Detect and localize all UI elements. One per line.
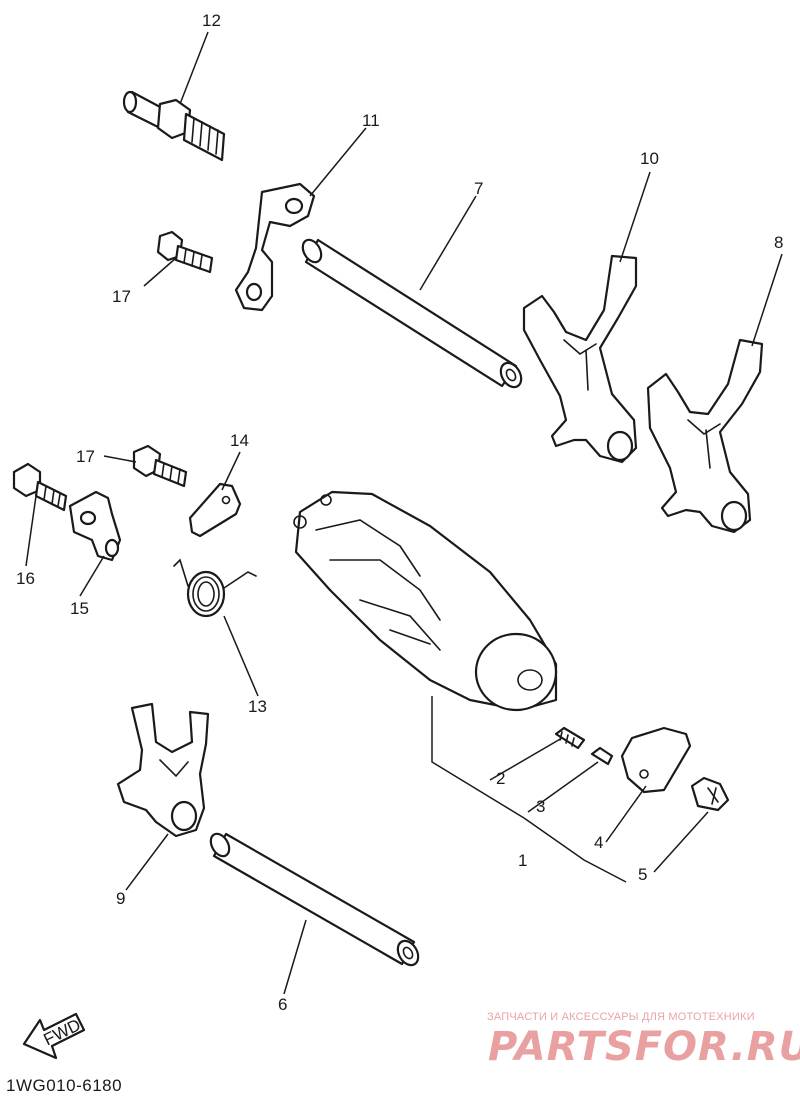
- leader-lines: [25, 31, 783, 995]
- part-9-shift-fork: [116, 702, 210, 838]
- part-5-screw: [690, 776, 730, 812]
- callout-2: 2: [496, 769, 505, 788]
- part-15-stopper-lever: [68, 490, 122, 562]
- part-17-lower-bolt: [132, 444, 188, 488]
- callout-14: 14: [230, 431, 249, 450]
- callout-7: 7: [474, 179, 483, 198]
- part-3-pin: [590, 746, 614, 766]
- callout-15: 15: [70, 599, 89, 618]
- callout-17-upper: 17: [112, 287, 131, 306]
- figure-code: 1WG010-6180: [6, 1076, 123, 1095]
- watermark-logo: PARTSFOR.RU: [488, 1024, 800, 1070]
- fwd-arrow: FWD: [22, 1012, 86, 1060]
- callout-6: 6: [278, 995, 287, 1014]
- part-16-bolt: [12, 462, 68, 512]
- part-13-torsion-spring: [173, 558, 257, 618]
- callout-16: 16: [16, 569, 35, 588]
- part-2-pin: [554, 726, 586, 750]
- part-11-bracket: [234, 182, 316, 312]
- callout-10: 10: [640, 149, 659, 168]
- callout-17-lower: 17: [76, 447, 95, 466]
- callout-11: 11: [362, 111, 380, 130]
- callout-5: 5: [638, 865, 647, 884]
- part-10-shift-fork: [522, 254, 638, 464]
- callout-4: 4: [594, 833, 603, 852]
- callout-1: 1: [518, 851, 527, 870]
- watermark-tagline: ЗАПЧАСТИ И АКСЕССУАРЫ ДЛЯ МОТОТЕХНИКИ: [487, 1011, 755, 1023]
- callout-numbers: 12 11 7 10 8 17 17 14 16 15 13 2 3 4 1 5…: [16, 11, 783, 1014]
- part-4-plate: [620, 726, 692, 794]
- part-12-stud-bolt: [122, 90, 226, 162]
- part-17-upper-bolt: [156, 230, 214, 274]
- callout-9: 9: [116, 889, 125, 908]
- part-6-shift-fork-shaft: [209, 832, 420, 967]
- callout-3: 3: [536, 797, 545, 816]
- part-7-shift-fork-shaft: [301, 238, 523, 389]
- part-1-shift-drum: [293, 490, 558, 712]
- part-14-plate: [188, 482, 242, 538]
- part-8-shift-fork: [646, 338, 764, 534]
- callout-13: 13: [248, 697, 267, 716]
- callout-8: 8: [774, 233, 783, 252]
- callout-12: 12: [202, 11, 221, 30]
